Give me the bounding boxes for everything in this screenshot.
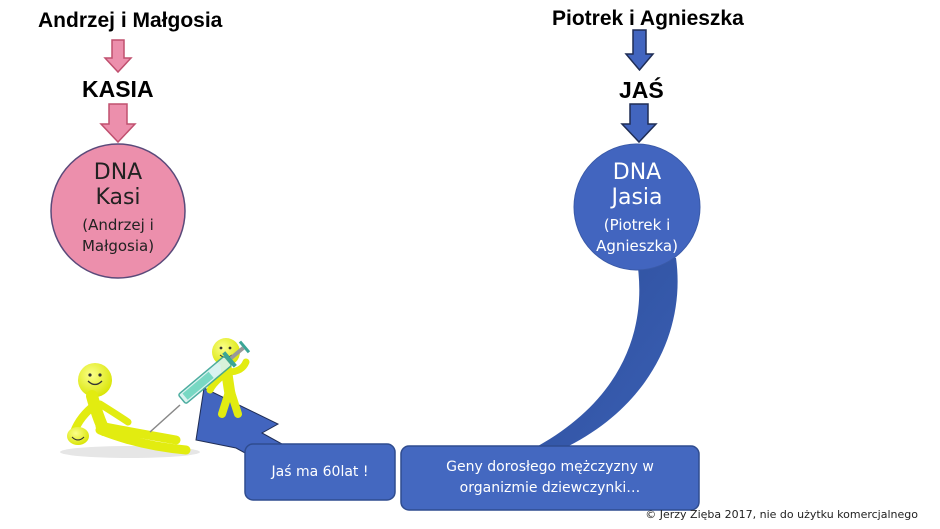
- seated-figure: [67, 363, 191, 455]
- dna-sub1-kasia: (Andrzej i: [82, 215, 154, 234]
- pink-arrow-small: [103, 39, 133, 74]
- callout-box-age: [244, 443, 396, 501]
- dna-sub2-kasia: Małgosia): [81, 237, 155, 256]
- dna-line1-kasia: DNA: [93, 160, 143, 185]
- blue-arrow-small: [624, 29, 655, 72]
- blue-arrow-large: [620, 103, 658, 144]
- right-child-label: JAŚ: [619, 77, 664, 103]
- dna-line2-jas: Jasia: [611, 185, 663, 211]
- callout-box-genes: [400, 445, 700, 511]
- dna-line1-jas: DNA: [612, 160, 662, 185]
- left-parents-label: Andrzej i Małgosia: [38, 9, 223, 32]
- copyright-footer: © Jerzy Zięba 2017, nie do użytku komerc…: [645, 508, 918, 521]
- dna-circle-jas: [573, 143, 701, 271]
- callout-age: Jaś ma 60lat !: [245, 444, 395, 500]
- callout-age-text: Jaś ma 60lat !: [271, 463, 369, 480]
- dna-sub2-jas: Agnieszka): [596, 237, 678, 256]
- left-child-label: KASIA: [82, 76, 154, 102]
- figures-illustration: [60, 338, 251, 458]
- dna-sub1-jas: (Piotrek i: [603, 215, 671, 234]
- dna-circle-kasia: [50, 143, 186, 279]
- curved-arrow-body: [538, 255, 678, 452]
- dna-text-jas: DNA Jasia (Piotrek i Agnieszka): [574, 160, 700, 258]
- callout-genes-line1: Geny dorosłego mężczyzny w: [446, 459, 654, 475]
- callout-genes: Geny dorosłego mężczyzny w organizmie dz…: [401, 446, 699, 510]
- dna-text-kasia: DNA Kasi (Andrzej i Małgosia): [51, 160, 185, 258]
- dna-line2-kasia: Kasi: [95, 185, 141, 211]
- right-parents-label: Piotrek i Agnieszka: [552, 7, 744, 30]
- callout-genes-line2: organizmie dziewczynki…: [459, 480, 641, 496]
- pink-arrow-large: [99, 103, 137, 144]
- syringe: [149, 340, 251, 433]
